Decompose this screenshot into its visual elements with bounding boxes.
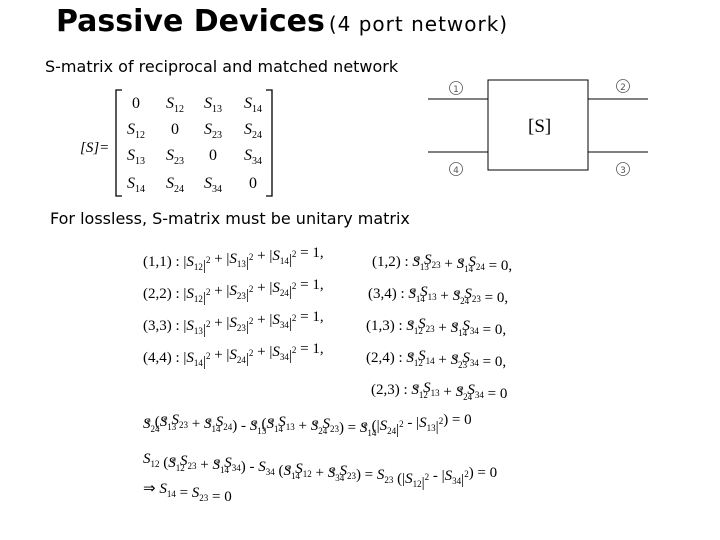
equation-6: (1,3) : S12* S23 + S14* S34 = 0, bbox=[366, 316, 506, 338]
matrix-cell: 0 bbox=[132, 95, 140, 112]
equation-4: (3,4) : S14* S13 + S24* S23 = 0, bbox=[368, 284, 508, 306]
equation-8: (2,4) : S12* S14 + S23* S34 = 0, bbox=[366, 348, 506, 370]
matrix-cell: 0 bbox=[209, 147, 217, 164]
matrix-cell: S13 bbox=[127, 147, 145, 167]
matrix-cell: 0 bbox=[171, 121, 179, 138]
matrix-cell: S12 bbox=[127, 121, 145, 141]
section-heading-lossless: For lossless, S-matrix must be unitary m… bbox=[50, 209, 410, 228]
title-main: Passive Devices bbox=[56, 4, 325, 39]
svg-text:4: 4 bbox=[453, 166, 459, 176]
port3-marker: 3 bbox=[616, 162, 630, 176]
equation-9: (2,3) : S12* S13 + S24* S34 = 0 bbox=[371, 380, 507, 402]
matrix-cell: S14 bbox=[244, 95, 262, 115]
slide-title: Passive Devices (4 port network) bbox=[56, 4, 508, 39]
matrix-cell: S13 bbox=[204, 95, 222, 115]
equation-7: (4,4) : |S14|2 + |S24|2 + |S34|2 = 1, bbox=[143, 341, 324, 370]
unitary-equations: (1,1) : |S12|2 + |S13|2 + |S14|2 = 1, (1,… bbox=[143, 245, 512, 505]
port4-marker: 4 bbox=[449, 162, 463, 176]
matrix-cell: S23 bbox=[166, 147, 184, 167]
matrix-left-bracket bbox=[115, 89, 122, 197]
equation-10: S24* (S13* S23 + S14* S24) - S13* (S14* … bbox=[143, 412, 472, 438]
matrix-cell: S24 bbox=[244, 121, 262, 141]
equation-2: (1,2) : S13* S23 + S14* S24 = 0, bbox=[372, 252, 512, 274]
matrix-cell: S23 bbox=[204, 121, 222, 141]
equation-3: (2,2) : |S12|2 + |S23|2 + |S24|2 = 1, bbox=[143, 277, 324, 306]
matrix-cell: S12 bbox=[166, 95, 184, 115]
matrix-cell: S14 bbox=[127, 175, 145, 195]
port2-marker: 2 bbox=[616, 79, 630, 93]
svg-text:3: 3 bbox=[620, 166, 626, 176]
matrix-cell: S34 bbox=[204, 175, 222, 195]
equation-1: (1,1) : |S12|2 + |S13|2 + |S14|2 = 1, bbox=[143, 245, 324, 274]
matrix-cell: S24 bbox=[166, 175, 184, 195]
matrix-label: [S]= bbox=[80, 140, 109, 156]
equation-11: S12 (S12* S23 + S14* S34) - S34 (S14* S1… bbox=[143, 451, 497, 491]
svg-text:1: 1 bbox=[453, 85, 459, 95]
matrix-right-bracket bbox=[266, 89, 273, 197]
matrix-cell: 0 bbox=[249, 175, 257, 192]
equation-5: (3,3) : |S13|2 + |S23|2 + |S34|2 = 1, bbox=[143, 309, 324, 338]
equation-12: ⇒ S14 = S23 = 0 bbox=[143, 481, 232, 505]
network-block bbox=[487, 79, 589, 171]
matrix-cell: S34 bbox=[244, 147, 262, 167]
network-block-label: [S] bbox=[528, 116, 551, 137]
network-diagram: [S] 1 2 4 3 bbox=[428, 79, 648, 176]
title-subtitle: (4 port network) bbox=[328, 12, 509, 36]
section-heading-reciprocal: S-matrix of reciprocal and matched netwo… bbox=[45, 57, 399, 76]
svg-text:2: 2 bbox=[620, 83, 626, 93]
port1-marker: 1 bbox=[449, 81, 463, 95]
